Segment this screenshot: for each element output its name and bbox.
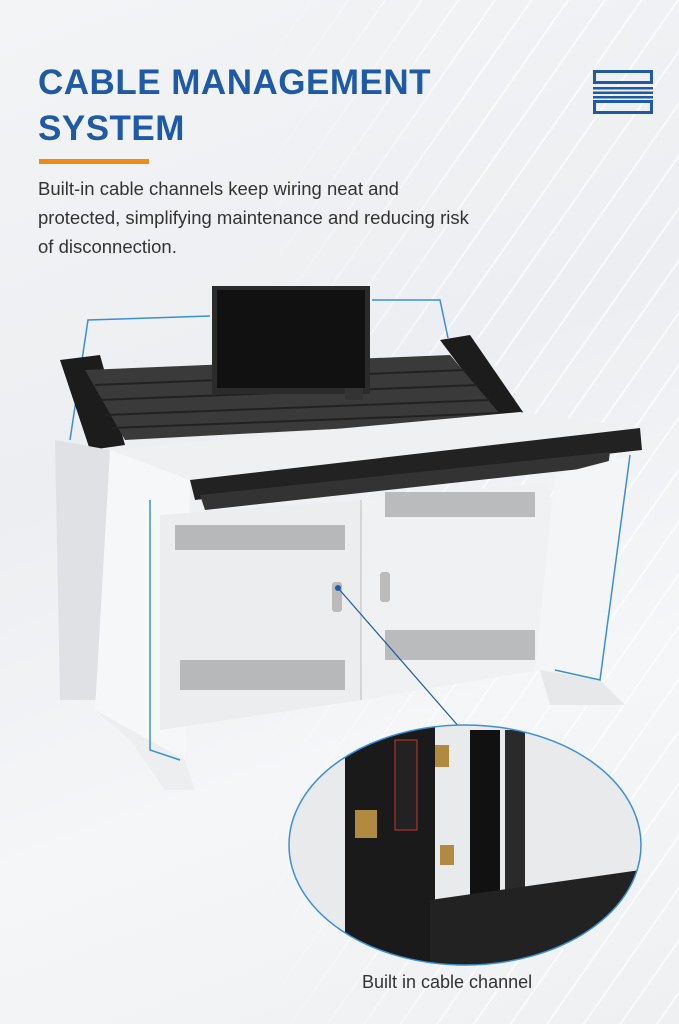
console-desk-illustration (55, 286, 642, 966)
description: Built-in cable channels keep wiring neat… (38, 178, 469, 257)
page-title: CABLE MANAGEMENT SYSTEM (38, 60, 431, 152)
title-line-2: SYSTEM (38, 109, 185, 148)
cable-channel-icon (593, 70, 653, 114)
detail-caption: Built in cable channel (362, 972, 533, 992)
accent-bar (39, 159, 149, 164)
title-line-1: CABLE MANAGEMENT (38, 63, 431, 102)
